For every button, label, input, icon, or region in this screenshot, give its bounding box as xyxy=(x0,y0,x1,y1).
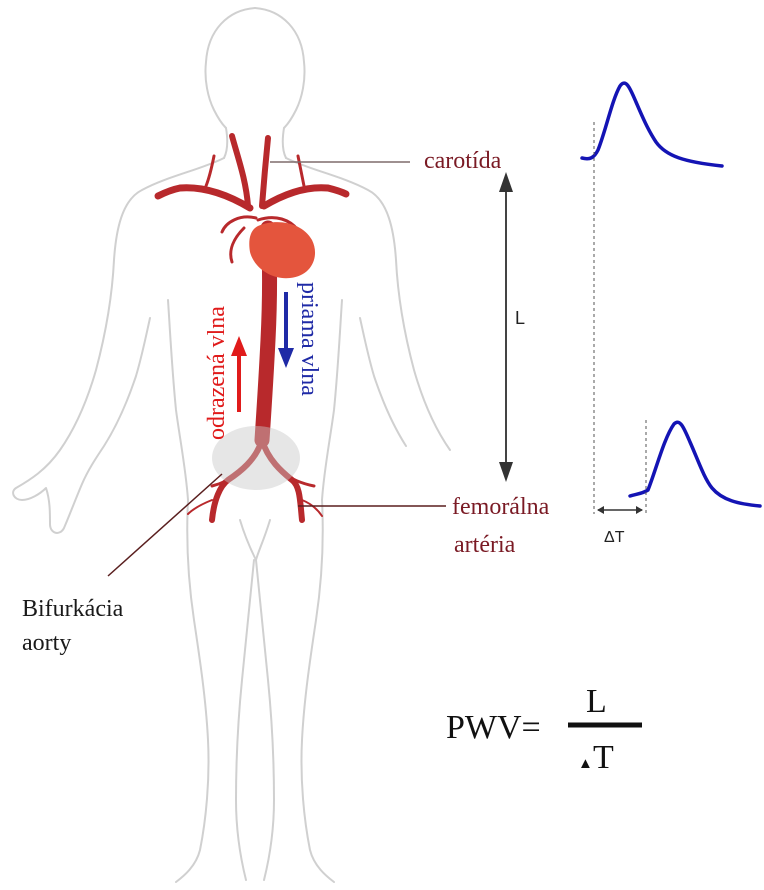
formula-numerator: L xyxy=(586,683,607,720)
femoral-label-line2: artéria xyxy=(454,532,516,558)
bifurcation-leader xyxy=(108,474,222,576)
bifurcation-label-line2: aorty xyxy=(22,630,71,656)
forward-wave-label: priama vlna xyxy=(296,282,322,396)
length-label: L xyxy=(515,308,525,328)
reflected-wave-label: odrazená vlna xyxy=(204,306,230,440)
formula-lhs: PWV= xyxy=(446,709,541,746)
arrow-down-icon xyxy=(278,292,294,368)
arrow-up-icon xyxy=(231,336,247,412)
double-arrow-icon xyxy=(499,172,513,482)
delta-t-arrow xyxy=(597,506,643,514)
pwv-formula: PWV= L ▲ T xyxy=(446,683,642,776)
heart-icon xyxy=(249,222,315,278)
bifurcation-label-line1: Bifurkácia xyxy=(22,596,124,622)
formula-denominator-delta: ▲ xyxy=(578,755,593,772)
femoral-label-line1: femorálna xyxy=(452,494,550,520)
formula-denominator-t: T xyxy=(593,739,614,776)
carotid-label: carotída xyxy=(424,148,502,174)
femoral-pulse-wave xyxy=(630,422,760,506)
delta-t-label: ΔT xyxy=(604,529,625,546)
carotid-pulse-wave xyxy=(582,83,722,166)
